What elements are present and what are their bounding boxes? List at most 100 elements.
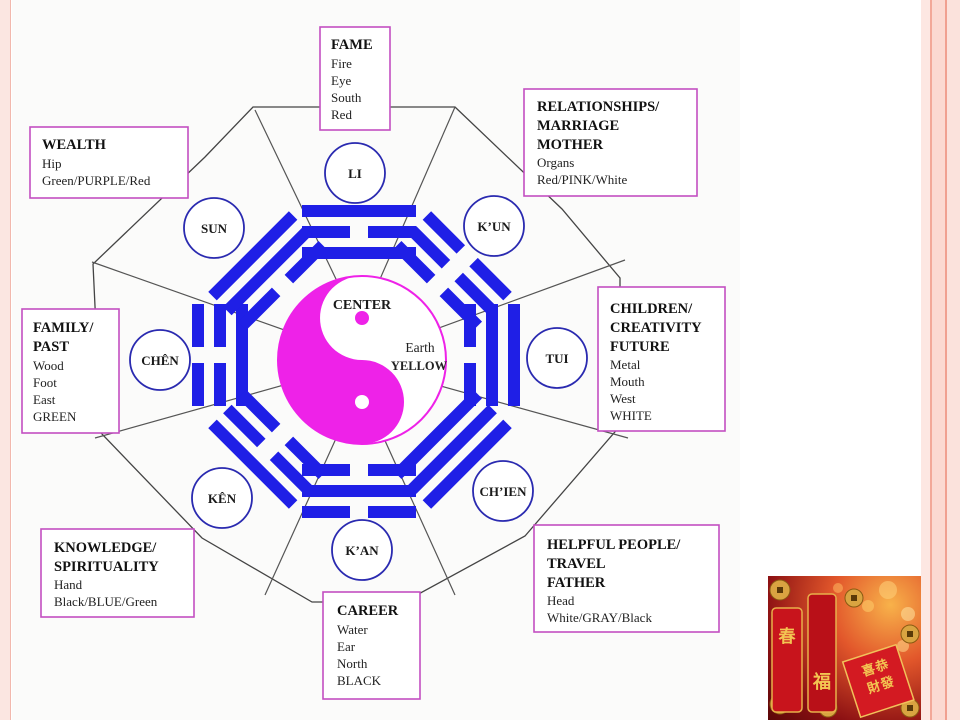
trigram-bar [284,240,328,284]
trigram-bar [302,247,416,259]
svg-text:Hip: Hip [42,156,62,171]
trigram-bar [192,304,204,347]
trigram-bar [407,404,497,494]
trigram-kun: K’UN [463,195,525,257]
trigram-bar [439,287,483,331]
svg-text:Organs: Organs [537,155,574,170]
svg-text:FAME: FAME [331,37,373,53]
svg-text:Foot: Foot [33,375,57,390]
svg-text:WEALTH: WEALTH [42,137,107,153]
svg-text:PAST: PAST [33,339,69,355]
trigram-bars [192,205,520,518]
trigram-bar [237,389,281,433]
trigram-li: LI [324,142,386,204]
photo-char-chun: 春 [779,626,796,647]
svg-text:WHITE: WHITE [610,408,652,423]
box-family: FAMILY/ PAST Wood Foot East GREEN [21,308,120,434]
svg-text:CREATIVITY: CREATIVITY [610,320,702,336]
svg-text:Red: Red [331,107,352,122]
trigram-bar [422,419,512,509]
box-helpful-people: HELPFUL PEOPLE/ TRAVEL FATHER Head White… [533,524,720,633]
svg-text:CHILDREN/: CHILDREN/ [610,301,693,317]
box-fame: FAME Fire Eye South Red [319,26,391,131]
photo-char-xi: 喜 [860,661,877,680]
svg-text:West: West [610,391,636,406]
photo-char-gong: 恭 [872,656,891,676]
svg-text:SPIRITUALITY: SPIRITUALITY [54,559,159,575]
svg-text:FATHER: FATHER [547,575,606,591]
svg-text:CHÊN: CHÊN [141,353,179,368]
slide-frame-right [921,0,960,720]
yang-dot [355,395,369,409]
center-color-word: YELLOW [391,359,448,373]
trigram-chien: CH’IEN [472,460,534,522]
svg-text:MARRIAGE: MARRIAGE [537,118,619,134]
svg-text:Wood: Wood [33,358,64,373]
svg-text:Head: Head [547,593,575,608]
svg-text:SUN: SUN [201,221,228,236]
svg-text:North: North [337,656,368,671]
trigram-bar [486,304,498,406]
trigram-bar [214,363,226,406]
trigram-bar [469,257,512,301]
svg-text:MOTHER: MOTHER [537,137,604,153]
yin-yang-symbol [277,275,447,445]
photo-char-fa: 發 [878,674,896,694]
svg-text:Ear: Ear [337,639,356,654]
trigram-bar [454,272,497,316]
trigram-bar [269,451,313,494]
svg-text:LI: LI [348,166,362,181]
trigram-bar [302,485,416,497]
trigram-chen: CHÊN [129,329,191,391]
svg-text:White/GRAY/Black: White/GRAY/Black [547,610,652,625]
svg-text:K’UN: K’UN [477,219,511,234]
trigram-bar [214,304,226,347]
svg-text:Water: Water [337,622,368,637]
trigram-bar [302,205,416,217]
svg-text:Black/BLUE/Green: Black/BLUE/Green [54,594,158,609]
trigram-bar [392,389,483,480]
svg-text:FUTURE: FUTURE [610,339,670,355]
trigram-bar [302,506,350,518]
svg-text:RELATIONSHIPS/: RELATIONSHIPS/ [537,99,660,115]
svg-text:Hand: Hand [54,577,83,592]
slide-frame-left [0,0,11,720]
box-relationships: RELATIONSHIPS/ MARRIAGE MOTHER Organs Re… [523,88,698,197]
svg-text:KÊN: KÊN [208,491,237,506]
svg-text:BLACK: BLACK [337,673,382,688]
center-element: Earth [405,340,434,355]
chinese-new-year-photo: 春 福 恭 喜 發 財 [768,576,921,720]
svg-text:South: South [331,90,362,105]
svg-text:Mouth: Mouth [610,374,645,389]
box-career: CAREER Water Ear North BLACK [322,591,421,700]
trigram-bar [302,226,350,238]
photo-char-cai: 財 [865,678,883,698]
photo-char-fu: 福 [812,671,831,693]
svg-text:GREEN: GREEN [33,409,77,424]
svg-text:Red/PINK/White: Red/PINK/White [537,172,627,187]
trigram-bar [284,436,328,480]
svg-text:CAREER: CAREER [337,603,399,619]
trigram-bar [208,211,298,301]
outer-octagon [92,106,621,603]
box-wealth: WEALTH Hip Green/PURPLE/Red [29,126,189,199]
svg-text:K’AN: K’AN [345,543,379,558]
trigram-bar [192,363,204,406]
trigram-bar [392,240,436,284]
svg-text:Fire: Fire [331,56,352,71]
svg-text:KNOWLEDGE/: KNOWLEDGE/ [54,540,157,556]
trigram-bar [237,287,281,331]
trigram-bar [368,226,416,238]
svg-text:CH’IEN: CH’IEN [480,484,528,499]
center-label: CENTER [333,298,392,313]
trigram-bar [236,304,248,406]
svg-text:East: East [33,392,56,407]
trigram-bar [208,419,298,509]
trigram-bar [422,211,466,254]
trigram-sun: SUN [183,197,245,259]
svg-text:HELPFUL PEOPLE/: HELPFUL PEOPLE/ [547,537,681,553]
trigram-bar [407,226,451,269]
svg-text:Metal: Metal [610,357,641,372]
svg-text:FAMILY/: FAMILY/ [33,320,94,336]
